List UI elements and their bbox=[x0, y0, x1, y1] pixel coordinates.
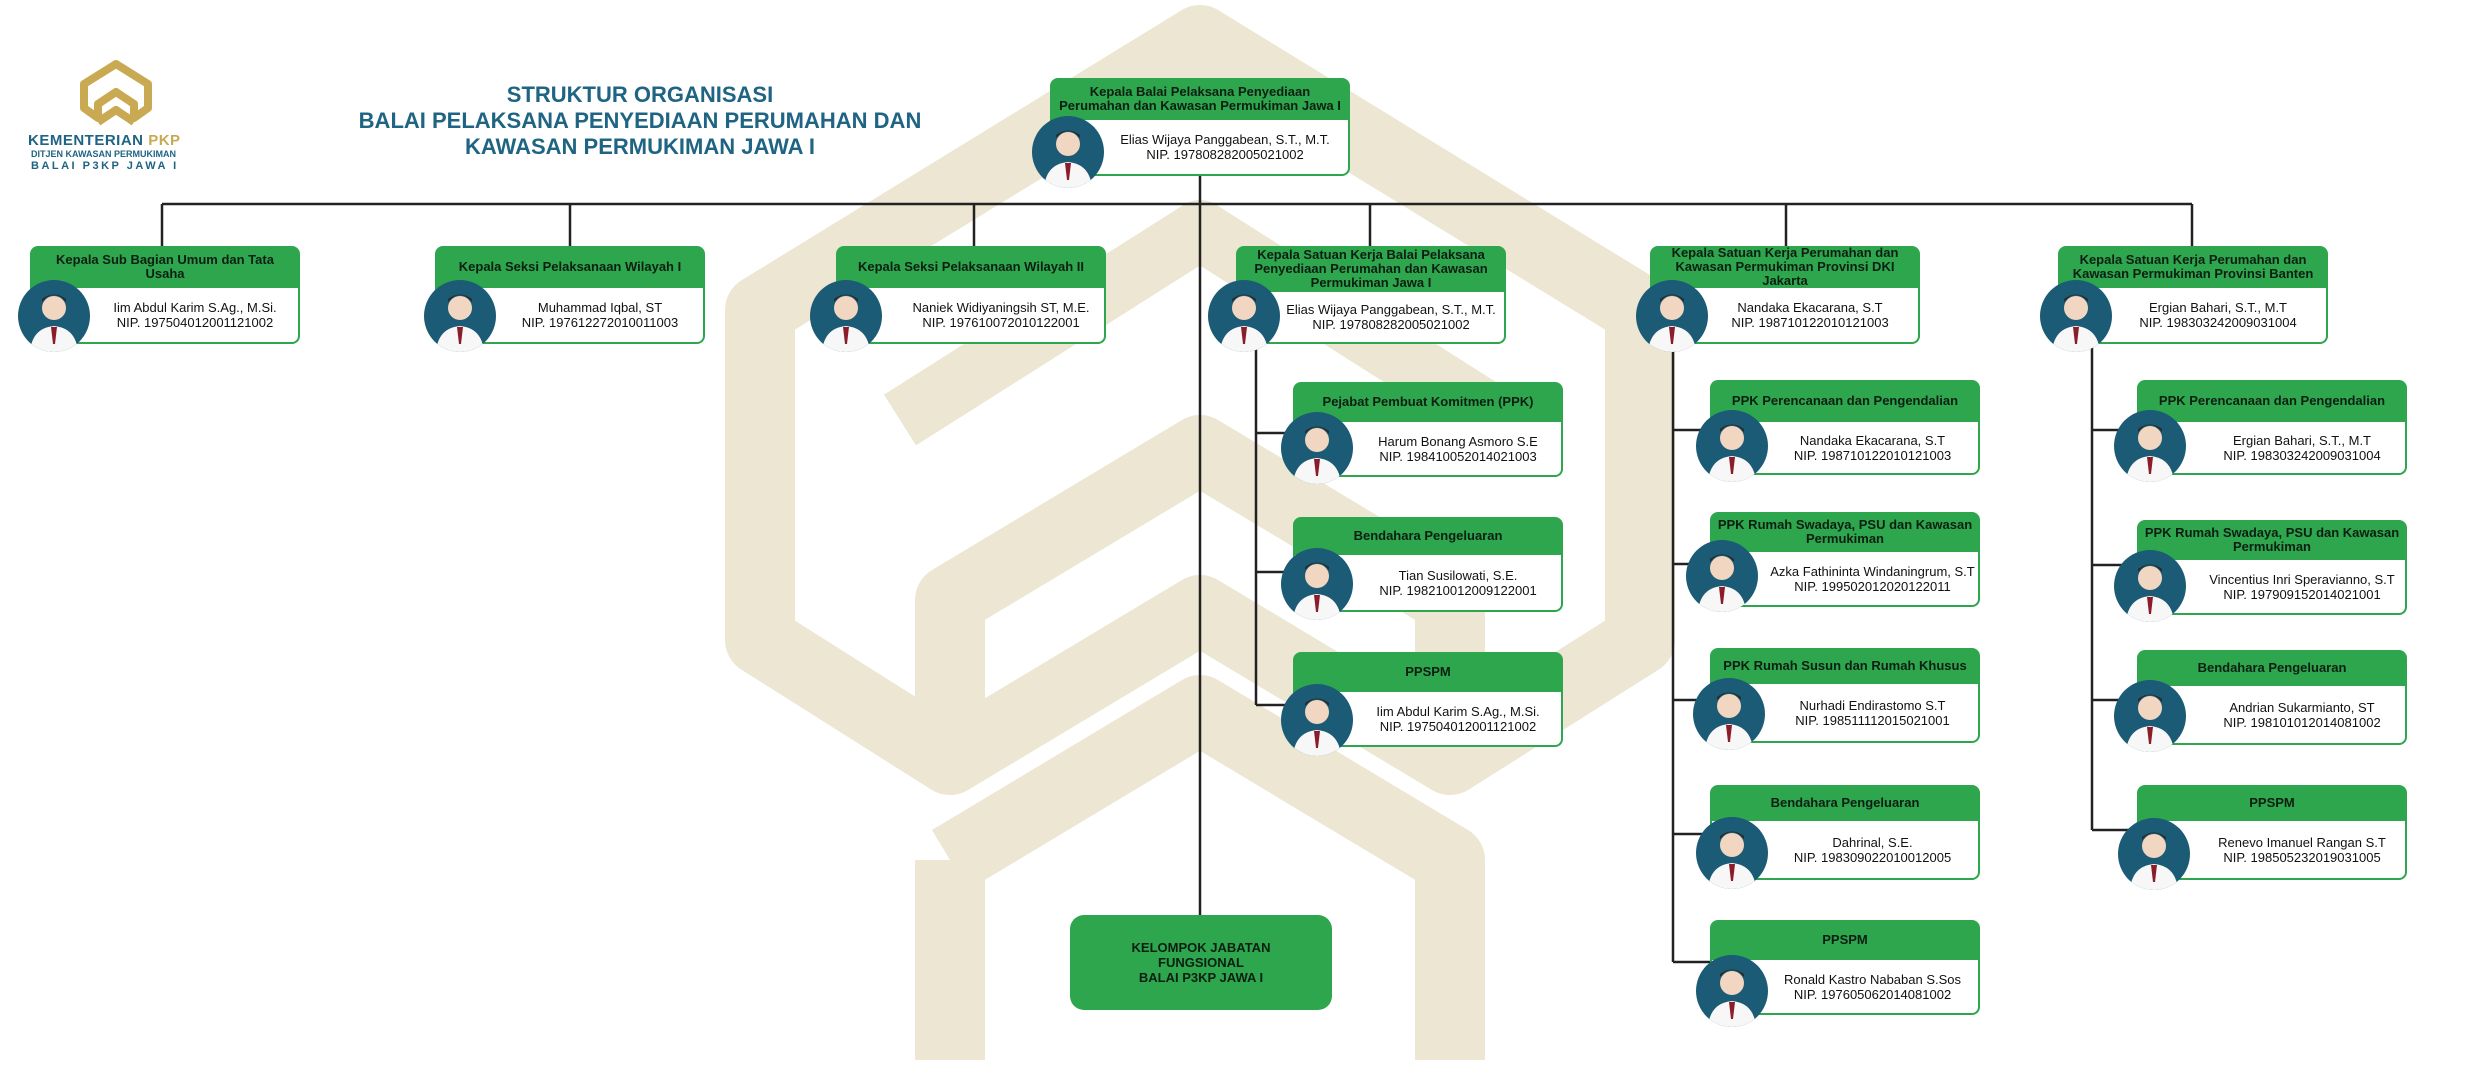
functional-group-line-3: BALAI P3KP JAWA I bbox=[1138, 970, 1264, 985]
functional-group-line-2: FUNGSIONAL bbox=[1158, 955, 1244, 970]
avatar-unit-5-child-1 bbox=[2114, 550, 2186, 622]
avatar-unit-4-child-2 bbox=[1693, 678, 1765, 750]
avatar-unit-5-child-0 bbox=[2114, 410, 2186, 482]
avatar-unit-3 bbox=[1208, 280, 1280, 352]
org-card-unit-5-child-1: PPK Rumah Swadaya, PSU dan Kawasan Permu… bbox=[2137, 520, 2407, 615]
logo-brand-accent: PKP bbox=[148, 132, 181, 149]
card-nip: NIP. 197504012001121002 bbox=[1379, 718, 1537, 734]
logo-subtitle: DITJEN KAWASAN PERMUKIMAN bbox=[31, 149, 177, 159]
card-nip: NIP. 198210012009122001 bbox=[1379, 582, 1537, 598]
avatar-unit-4-child-3 bbox=[1696, 817, 1768, 889]
avatar-unit-5 bbox=[2040, 280, 2112, 352]
title-line-2: BALAI PELAKSANA PENYEDIAAN PERUMAHAN DAN bbox=[358, 108, 922, 133]
card-name: Vincentius Inri Speravianno, S.T bbox=[2209, 571, 2395, 587]
logo-brand: KEMENTERIAN bbox=[28, 132, 144, 149]
card-role: Kepala Satuan Kerja Balai Pelaksana Peny… bbox=[1236, 246, 1506, 292]
org-card-unit-3: Kepala Satuan Kerja Balai Pelaksana Peny… bbox=[1236, 246, 1506, 344]
avatar-unit-4-child-0 bbox=[1696, 410, 1768, 482]
card-name: Tian Susilowati, S.E. bbox=[1398, 567, 1518, 583]
card-role: PPK Rumah Swadaya, PSU dan Kawasan Permu… bbox=[2137, 520, 2407, 560]
card-nip: NIP. 197504012001121002 bbox=[116, 315, 274, 330]
card-role: Bendahara Pengeluaran bbox=[2137, 650, 2407, 686]
card-nip: NIP. 197605062014081002 bbox=[1793, 986, 1952, 1002]
card-nip: NIP. 197610072010122001 bbox=[922, 315, 1080, 330]
avatar-head bbox=[1032, 116, 1104, 188]
card-name: Ronald Kastro Nababan S.Sos bbox=[1783, 971, 1962, 987]
avatar-unit-3-child-1 bbox=[1281, 548, 1353, 620]
card-role: PPK Rumah Swadaya, PSU dan Kawasan Permu… bbox=[1710, 512, 1980, 552]
card-name: Iim Abdul Karim S.Ag., M.Si. bbox=[1376, 703, 1540, 719]
card-name: Elias Wijaya Panggabean, S.T., M.T. bbox=[1120, 132, 1330, 147]
card-role: PPSPM bbox=[1710, 920, 1980, 960]
card-name: Iim Abdul Karim S.Ag., M.Si. bbox=[113, 300, 277, 315]
avatar-unit-2 bbox=[810, 280, 882, 352]
card-name: Azka Fathininta Windaningrum, S.T bbox=[1770, 563, 1975, 579]
card-role: PPSPM bbox=[2137, 785, 2407, 821]
functional-group-box: KELOMPOK JABATAN FUNGSIONAL BALAI P3KP J… bbox=[1070, 915, 1332, 1010]
page-title: STRUKTUR ORGANISASI BALAI PELAKSANA PENY… bbox=[340, 82, 940, 160]
card-role: PPSPM bbox=[1293, 652, 1563, 692]
card-role: Kepala Satuan Kerja Perumahan dan Kawasa… bbox=[2058, 246, 2328, 288]
card-nip: NIP. 198710122010121003 bbox=[1793, 447, 1952, 463]
org-card-unit-5-child-0: PPK Perencanaan dan Pengendalian Ergian … bbox=[2137, 380, 2407, 475]
title-line-3: KAWASAN PERMUKIMAN JAWA I bbox=[465, 134, 815, 159]
card-nip: NIP. 198710122010121003 bbox=[1731, 315, 1889, 330]
avatar-unit-4-child-1 bbox=[1686, 540, 1758, 612]
card-nip: NIP. 199502012020122011 bbox=[1794, 578, 1951, 594]
card-nip: NIP. 198303242009031004 bbox=[2223, 447, 2381, 463]
org-card-head: Kepala Balai Pelaksana Penyediaan Peruma… bbox=[1050, 78, 1350, 176]
card-nip: NIP. 198505232019031005 bbox=[2223, 849, 2381, 865]
card-nip: NIP. 198309022010012005 bbox=[1793, 849, 1952, 865]
card-name: Elias Wijaya Panggabean, S.T., M.T. bbox=[1286, 302, 1496, 317]
card-nip: NIP. 198410052014021003 bbox=[1379, 448, 1537, 464]
title-line-1: STRUKTUR ORGANISASI bbox=[506, 82, 774, 107]
card-name: Ergian Bahari, S.T., M.T bbox=[2149, 300, 2287, 315]
card-name: Nurhadi Endirastomo S.T bbox=[1799, 697, 1946, 713]
card-name: Renevo Imanuel Rangan S.T bbox=[2218, 834, 2386, 850]
card-role: Bendahara Pengeluaran bbox=[1293, 517, 1563, 555]
card-role: PPK Perencanaan dan Pengendalian bbox=[2137, 380, 2407, 422]
avatar-unit-3-child-2 bbox=[1281, 684, 1353, 756]
card-role: PPK Rumah Susun dan Rumah Khusus bbox=[1710, 648, 1980, 684]
card-nip: NIP. 198101012014081002 bbox=[2223, 714, 2381, 730]
card-name: Nandaka Ekacarana, S.T bbox=[1799, 432, 1946, 448]
card-name: Naniek Widiyaningsih ST, M.E. bbox=[912, 300, 1090, 315]
functional-group-line-1: KELOMPOK JABATAN bbox=[1131, 940, 1271, 955]
logo-unit: BALAI P3KP JAWA I bbox=[31, 160, 179, 172]
card-nip: NIP. 198303242009031004 bbox=[2139, 315, 2297, 330]
card-role: Kepala Sub Bagian Umum dan Tata Usaha bbox=[30, 246, 300, 288]
avatar-unit-4 bbox=[1636, 280, 1708, 352]
card-role: Kepala Satuan Kerja Perumahan dan Kawasa… bbox=[1650, 246, 1920, 288]
ministry-logo: KEMENTERIAN PKP DITJEN KAWASAN PERMUKIMA… bbox=[28, 56, 208, 176]
card-name: Muhammad Iqbal, ST bbox=[537, 300, 663, 315]
avatar-unit-1 bbox=[424, 280, 496, 352]
card-role: Kepala Seksi Pelaksanaan Wilayah I bbox=[435, 246, 705, 288]
card-role: PPK Perencanaan dan Pengendalian bbox=[1710, 380, 1980, 422]
card-name: Andrian Sukarmianto, ST bbox=[2229, 699, 2375, 715]
avatar-unit-4-child-4 bbox=[1696, 955, 1768, 1027]
org-card-unit-4-child-1: PPK Rumah Swadaya, PSU dan Kawasan Permu… bbox=[1710, 512, 1980, 607]
card-role: Bendahara Pengeluaran bbox=[1710, 785, 1980, 821]
card-nip: NIP. 198511112015021001 bbox=[1795, 712, 1950, 728]
card-role: Kepala Balai Pelaksana Penyediaan Peruma… bbox=[1050, 78, 1350, 120]
card-name: Nandaka Ekacarana, S.T bbox=[1737, 300, 1883, 315]
card-role: Kepala Seksi Pelaksanaan Wilayah II bbox=[836, 246, 1106, 288]
card-name: Dahrinal, S.E. bbox=[1832, 834, 1913, 850]
avatar-unit-3-child-0 bbox=[1281, 412, 1353, 484]
card-nip: NIP. 197612272010011003 bbox=[521, 315, 679, 330]
card-role: Pejabat Pembuat Komitmen (PPK) bbox=[1293, 382, 1563, 422]
card-nip: NIP. 197808282005021002 bbox=[1312, 317, 1470, 332]
avatar-unit-0 bbox=[18, 280, 90, 352]
pkp-logo-icon bbox=[80, 60, 152, 126]
card-nip: NIP. 197909152014021001 bbox=[2223, 586, 2381, 602]
avatar-unit-5-child-3 bbox=[2118, 818, 2190, 890]
card-name: Harum Bonang Asmoro S.E bbox=[1378, 433, 1538, 449]
card-nip: NIP. 197808282005021002 bbox=[1146, 147, 1304, 162]
avatar-unit-5-child-2 bbox=[2114, 680, 2186, 752]
card-name: Ergian Bahari, S.T., M.T bbox=[2233, 432, 2371, 448]
